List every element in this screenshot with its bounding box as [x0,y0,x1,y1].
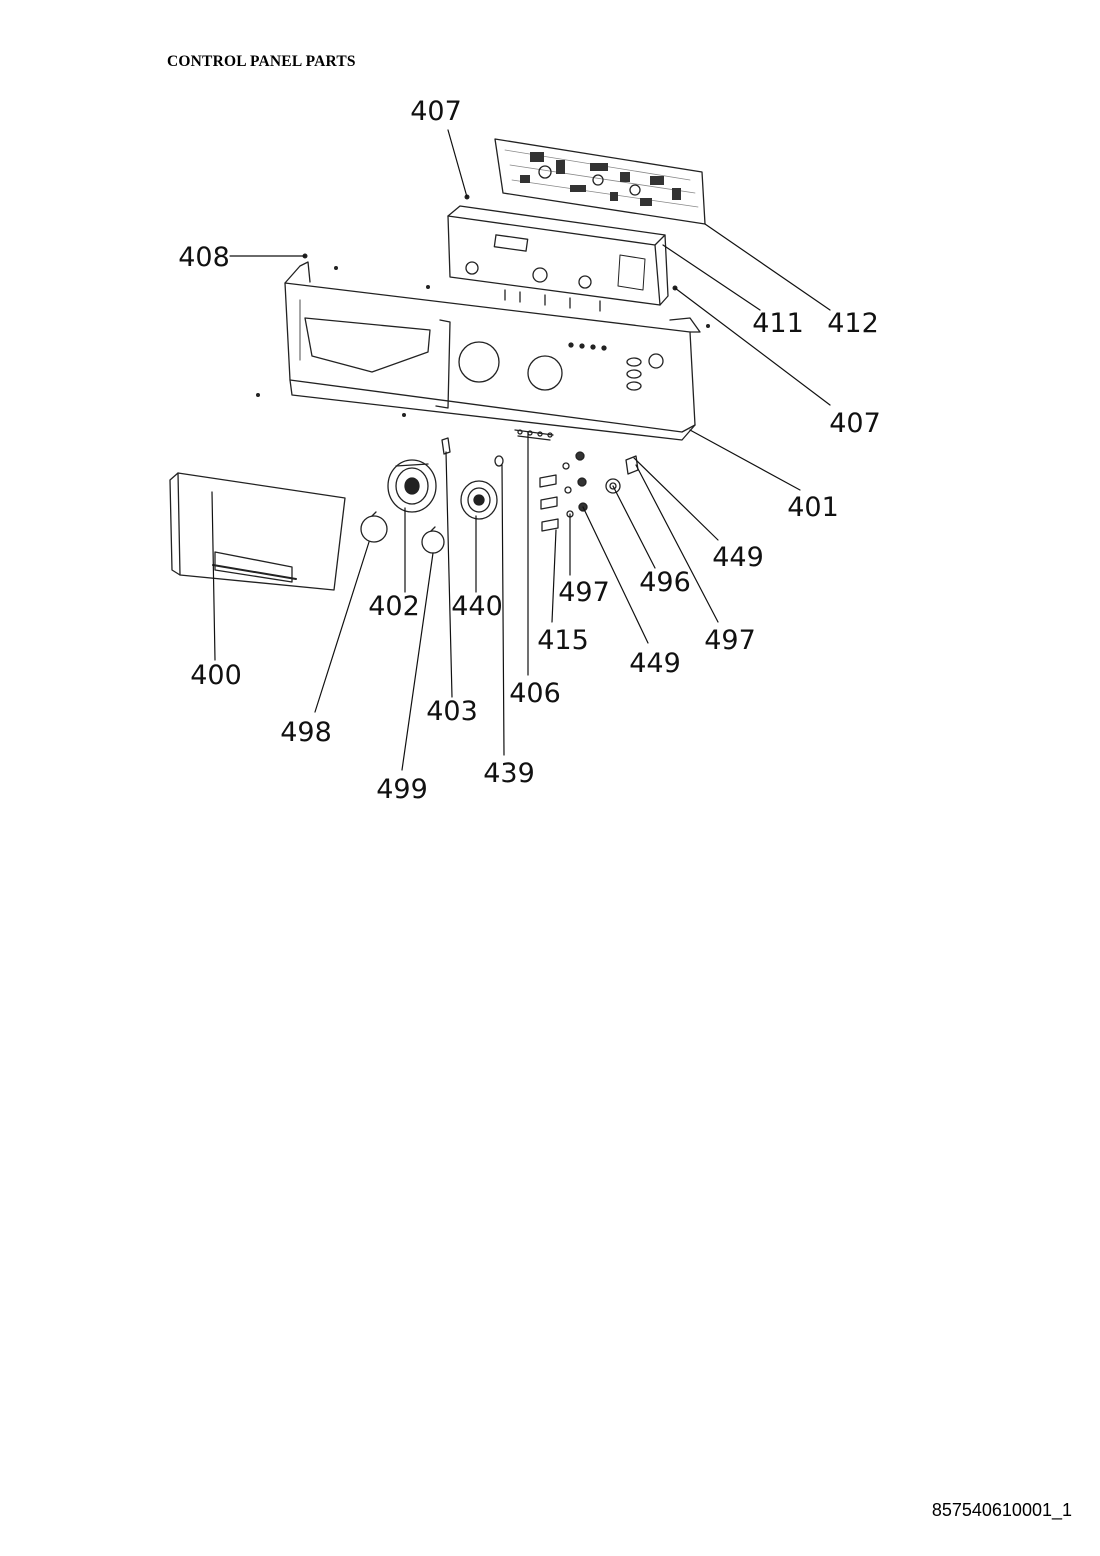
shaft-adapter-403 [441,437,451,455]
callout-498: 498 [280,717,332,748]
springs-497 [562,462,574,518]
start-button-496 [605,478,621,494]
callout-497-right: 497 [704,625,756,656]
push-buttons-415 [539,474,559,532]
document-code: 857540610001_1 [931,1500,1072,1520]
callout-440: 440 [451,591,503,622]
callout-449-upper: 449 [712,542,764,573]
callout-496: 496 [639,567,691,598]
leader-lines [211,129,831,771]
callout-403: 403 [426,696,478,727]
callout-499: 499 [376,774,428,805]
light-pipe-406 [514,429,554,441]
clip-439 [494,455,504,467]
screws [256,194,710,417]
callout-449-lower: 449 [629,648,681,679]
callout-402: 402 [368,591,420,622]
callout-401: 401 [787,492,839,523]
control-panel-fascia [284,261,701,441]
callout-408: 408 [178,242,230,273]
callout-497-left: 497 [558,577,610,608]
knob-cap-498 [360,511,388,543]
callout-406: 406 [509,678,561,709]
callout-407-top: 407 [410,96,462,127]
callout-415: 415 [537,625,589,656]
secondary-selector-knob [460,480,498,520]
dispenser-drawer-front [169,472,346,591]
control-pcb-board [494,138,706,225]
callout-labels: 407 408 411 412 407 401 449 496 497 497 … [178,96,881,805]
programme-selector-knob [387,459,437,513]
pcb-carrier-frame [447,205,669,312]
page-title: CONTROL PANEL PARTS [167,53,356,70]
knob-cap-499 [421,526,445,554]
callout-412: 412 [827,308,879,339]
callout-400: 400 [190,660,242,691]
button-caps-449 [575,451,588,512]
callout-439: 439 [483,758,535,789]
callout-407-right: 407 [829,408,881,439]
callout-411: 411 [752,308,804,339]
